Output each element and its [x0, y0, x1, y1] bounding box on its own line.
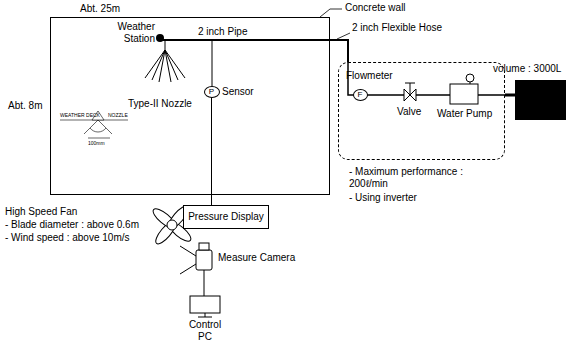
valve-symbol-stroke — [410, 83, 411, 95]
valve-symbol — [404, 83, 416, 101]
part-name: Type-II Nozzle — [128, 98, 192, 110]
nozzle-spray — [145, 40, 185, 82]
inset-note: WEATHER DECK — [60, 112, 100, 118]
pc-monitor-stroke — [198, 317, 212, 318]
camera-symbol — [180, 243, 212, 296]
leader-line-stroke — [337, 33, 350, 39]
nozzle-spray-stroke — [165, 50, 185, 78]
pressure-sensor: P — [204, 86, 220, 98]
pump-symbol-stroke — [466, 74, 474, 82]
inset-note: 100mm — [88, 140, 105, 146]
node-text: Pressure Display — [188, 211, 264, 223]
pressure-display: Pressure Display — [183, 205, 269, 229]
camera-symbol-stroke — [180, 264, 196, 274]
pc-monitor — [190, 296, 220, 317]
camera-symbol-stroke — [199, 243, 209, 250]
inset-note: NOZZLE — [108, 112, 128, 118]
water-tank: volume : 3000L — [515, 80, 566, 120]
node-text: - Maximum performance : 200ℓ/min — [349, 166, 474, 190]
flowmeter: F — [353, 89, 368, 101]
part-name: 2 inch Flexible Hose — [352, 22, 442, 34]
part-name: Weather Station — [100, 21, 155, 45]
sensor-drop — [212, 40, 213, 86]
inset-sketch — [60, 111, 128, 138]
nozzle-spray-stroke — [165, 40, 166, 50]
valve-symbol-stroke — [405, 83, 415, 84]
node-text: F — [358, 91, 363, 99]
nozzle-spray-stroke — [152, 50, 165, 80]
spec-note: - Blade diameter : above 0.6m — [5, 219, 139, 231]
sensor-drop-stroke — [212, 40, 213, 86]
pipe-connector — [505, 94, 515, 97]
leader-line-stroke — [320, 9, 342, 17]
part-name: Sensor — [222, 86, 254, 98]
nozzle-spray-stroke — [159, 50, 165, 82]
part-name: Flowmeter — [346, 70, 393, 82]
node-text: volume : 3000L — [493, 63, 561, 75]
fan-symbol-stroke — [167, 220, 177, 230]
pipe — [160, 39, 330, 41]
part-name: Control PC — [183, 319, 227, 343]
pump-symbol — [450, 74, 478, 104]
inset-sketch-stroke — [90, 128, 106, 132]
pc-monitor-stroke — [190, 296, 220, 313]
part-name: 2 inch Pipe — [198, 26, 247, 38]
pipe-connector — [211, 98, 212, 206]
part-name: High Speed Fan — [5, 206, 77, 218]
inset-sketch-stroke — [84, 120, 112, 134]
part-name: Measure Camera — [218, 252, 295, 264]
pc-monitor-stroke — [205, 313, 206, 317]
node-text: P — [209, 88, 214, 96]
camera-symbol-stroke — [180, 246, 196, 256]
camera-symbol-stroke — [204, 270, 205, 296]
part-name: Water Pump — [437, 108, 492, 120]
inset-sketch-stroke — [88, 138, 110, 139]
pipe-stroke — [160, 39, 330, 41]
camera-symbol-stroke — [196, 250, 212, 270]
part-name: Valve — [397, 106, 421, 118]
leader-line — [320, 9, 350, 39]
pipe-connector — [330, 40, 348, 62]
dimension: Abt. 8m — [8, 100, 42, 112]
spec-note: - Wind speed : above 10m/s — [5, 232, 130, 244]
pump-symbol-stroke — [450, 84, 478, 104]
dimension: Abt. 25m — [80, 3, 120, 15]
node-text: Concrete wall — [345, 2, 406, 14]
node-text: - Using inverter — [349, 192, 417, 204]
